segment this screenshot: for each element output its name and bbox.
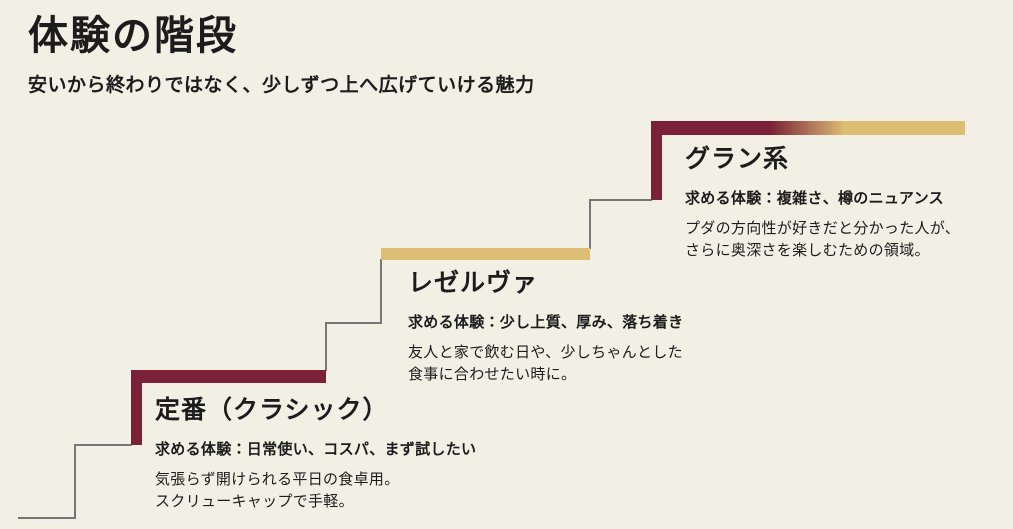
step-bar-reserva	[381, 248, 590, 260]
step-gran-experience: 求める体験：複雑さ、樽のニュアンス	[685, 190, 944, 207]
step-classic: 定番（クラシック） 求める体験：日常使い、コスパ、まず試したい 気張らず開けられ…	[155, 390, 476, 513]
step-classic-experience: 求める体験：日常使い、コスパ、まず試したい	[155, 441, 477, 458]
step-classic-description-line: 気張らず開けられる平日の食卓用。	[155, 471, 400, 488]
step-gran: グラン系 求める体験：複雑さ、樽のニュアンス プダの方向性が好きだと分かった人が…	[685, 139, 960, 262]
step-bar-gran	[651, 121, 965, 135]
header: 体験の階段 安いから終わりではなく、少しずつ上へ広げていける魅力	[28, 12, 535, 97]
stair-outline-segment	[18, 517, 75, 519]
step-reserva-title: レゼルヴァ	[408, 270, 539, 297]
stair-outline-segment	[589, 199, 652, 201]
step-reserva-experience: 求める体験：少し上質、厚み、落ち着き	[408, 314, 684, 331]
step-reserva-description-line: 友人と家で飲む日や、少しちゃんとした	[408, 344, 683, 361]
step-bar-classic	[131, 370, 326, 383]
stair-outline-segment	[589, 199, 591, 249]
step-riser-classic	[131, 370, 142, 445]
page-title: 体験の階段	[28, 13, 238, 58]
step-gran-title: グラン系	[685, 146, 790, 173]
stair-outline-segment	[74, 444, 76, 519]
step-reserva-description-line: 食事に合わせたい時に。	[408, 366, 577, 383]
step-classic-description-line: スクリューキャップで手軽。	[155, 493, 354, 510]
stair-outline-segment	[325, 322, 382, 324]
step-gran-description-line: さらに奥深さを楽しむための領域。	[685, 242, 930, 259]
stair-outline-segment	[325, 322, 327, 371]
stair-outline-segment	[74, 444, 132, 446]
stair-outline-segment	[380, 259, 382, 323]
step-reserva: レゼルヴァ 求める体験：少し上質、厚み、落ち着き 友人と家で飲む日や、少しちゃん…	[408, 263, 683, 386]
step-classic-title: 定番（クラシック）	[155, 397, 389, 424]
page-subtitle: 安いから終わりではなく、少しずつ上へ広げていける魅力	[28, 75, 535, 96]
step-gran-description-line: プダの方向性が好きだと分かった人が、	[685, 220, 961, 237]
step-riser-gran	[651, 121, 662, 200]
